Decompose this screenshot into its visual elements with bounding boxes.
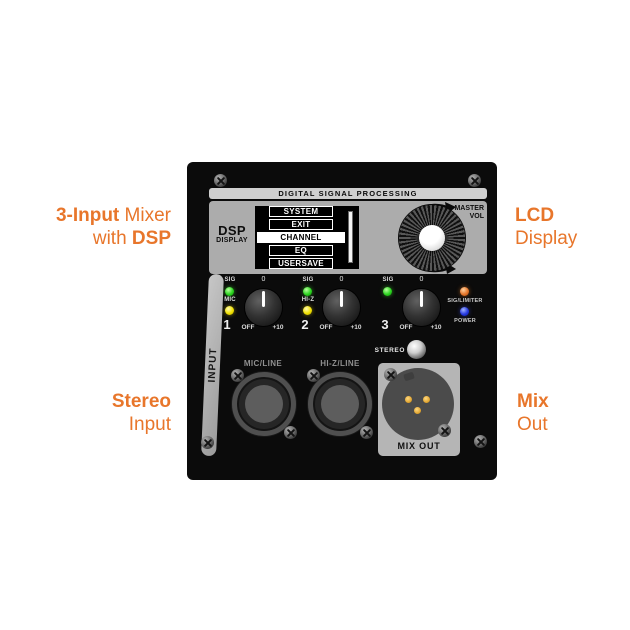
- xlr-pin: [414, 407, 421, 414]
- dsp-label-line1: DSP: [218, 223, 246, 238]
- combo-jack-insert: [321, 385, 359, 423]
- lcd-menu: SYSTEM EXIT CHANNEL EQ USERSAVE: [255, 206, 347, 269]
- sig-led-label: SIG: [302, 277, 314, 283]
- callout-text: Mix: [517, 391, 549, 412]
- callout-text: Out: [517, 413, 548, 435]
- screw-icon: [201, 436, 214, 449]
- screw-icon: [438, 424, 451, 437]
- xlr-pin: [405, 396, 412, 403]
- lcd-scrollbar: [348, 211, 353, 263]
- master-knob-cap: [419, 225, 445, 251]
- mic-led: [225, 306, 234, 315]
- master-label-line2: VOL: [469, 213, 484, 220]
- master-volume-knob[interactable]: [399, 205, 465, 271]
- input-section-label: INPUT: [206, 347, 219, 383]
- knob-pointer: [262, 291, 265, 307]
- screw-icon: [214, 174, 227, 187]
- callout-text: Mixer: [119, 205, 171, 226]
- callout-text: Input: [128, 413, 171, 435]
- mix-out-plate: MIX OUT: [378, 363, 460, 456]
- lcd-menu-item: USERSAVE: [269, 258, 333, 269]
- knob-min-label: OFF: [241, 324, 255, 331]
- knob-zero-label: 0: [261, 276, 266, 283]
- mic-line-label: MIC/LINE: [243, 359, 283, 368]
- channel-3-gain-knob[interactable]: [403, 289, 440, 326]
- callout-text: DSP: [131, 227, 171, 249]
- knob-min-label: OFF: [399, 324, 413, 331]
- screw-icon: [468, 174, 481, 187]
- screw-icon: [307, 369, 320, 382]
- signal-led: [303, 287, 312, 296]
- callout-text: 3-Input: [55, 205, 120, 226]
- channel-number: 1: [223, 317, 231, 332]
- master-label-line1: MASTER: [454, 205, 484, 212]
- knob-max-label: +10: [430, 324, 442, 331]
- hiz-led-label: HI-Z: [301, 297, 315, 303]
- screw-icon: [384, 368, 397, 381]
- screw-icon: [360, 426, 373, 439]
- callout-stereo-input: Stereo Input: [0, 391, 171, 436]
- knob-max-label: +10: [272, 324, 284, 331]
- channel-strip-3: 0 SIG 3 OFF +10: [369, 276, 455, 338]
- callout-lcd-display: LCD Display: [515, 205, 627, 250]
- mic-line-combo-jack[interactable]: [232, 372, 296, 436]
- signal-led: [383, 287, 392, 296]
- callout-text: Stereo: [111, 391, 171, 412]
- screw-icon: [231, 369, 244, 382]
- xlr-notch: [403, 371, 415, 382]
- knob-zero-label: 0: [339, 276, 344, 283]
- screw-icon: [284, 426, 297, 439]
- callout-mix-out: Mix Out: [517, 391, 627, 436]
- power-label: POWER: [454, 318, 476, 324]
- sig-limiter-label: SIG/LIMITER: [447, 298, 483, 304]
- callout-text: with: [92, 227, 132, 249]
- channel-number: 2: [301, 317, 309, 332]
- lcd-menu-item: SYSTEM: [269, 206, 333, 217]
- dsp-display-label: DSP DISPLAY: [211, 224, 253, 245]
- mixer-panel: DIGITAL SIGNAL PROCESSING DSP DISPLAY SY…: [187, 162, 497, 480]
- knob-max-label: +10: [350, 324, 362, 331]
- callout-text: Display: [515, 227, 578, 249]
- dsp-label-line2: DISPLAY: [216, 237, 248, 244]
- dsp-section-header: DIGITAL SIGNAL PROCESSING: [209, 188, 487, 199]
- lcd-screen: SYSTEM EXIT CHANNEL EQ USERSAVE: [255, 206, 359, 269]
- hiz-led: [303, 306, 312, 315]
- stereo-jack-label: STEREO: [374, 347, 405, 354]
- hiz-line-label: HI-Z/LINE: [320, 359, 360, 368]
- channel-number: 3: [381, 317, 389, 332]
- sig-limiter-led: [460, 287, 469, 296]
- lcd-menu-item-selected: CHANNEL: [257, 232, 345, 243]
- master-volume-label: MASTER VOL: [454, 205, 484, 221]
- channel-1-gain-knob[interactable]: [245, 289, 282, 326]
- screw-icon: [474, 435, 487, 448]
- xlr-pin: [423, 396, 430, 403]
- channel-strip-2: 0 SIG HI-Z 2 OFF +10: [289, 276, 375, 338]
- mic-led-label: MIC: [224, 297, 236, 303]
- lcd-menu-item: EQ: [269, 245, 333, 256]
- combo-jack-insert: [245, 385, 283, 423]
- dsp-display-section: DSP DISPLAY SYSTEM EXIT CHANNEL EQ USERS…: [209, 201, 487, 274]
- callout-mixer-dsp: 3-Input Mixer with DSP: [0, 205, 171, 250]
- knob-pointer: [340, 291, 343, 307]
- channel-strip-1: 0 SIG MIC 1 OFF +10: [211, 276, 297, 338]
- signal-led: [225, 287, 234, 296]
- sig-led-label: SIG: [382, 277, 394, 283]
- knob-pointer: [420, 291, 423, 307]
- sig-led-label: SIG: [224, 277, 236, 283]
- stereo-minijack-input[interactable]: [407, 340, 426, 359]
- knob-min-label: OFF: [319, 324, 333, 331]
- mix-out-label: MIX OUT: [397, 441, 441, 451]
- callout-text: LCD: [515, 205, 555, 226]
- lcd-menu-item: EXIT: [269, 219, 333, 230]
- channel-2-gain-knob[interactable]: [323, 289, 360, 326]
- hiz-line-combo-jack[interactable]: [308, 372, 372, 436]
- knob-zero-label: 0: [419, 276, 424, 283]
- power-led: [460, 307, 469, 316]
